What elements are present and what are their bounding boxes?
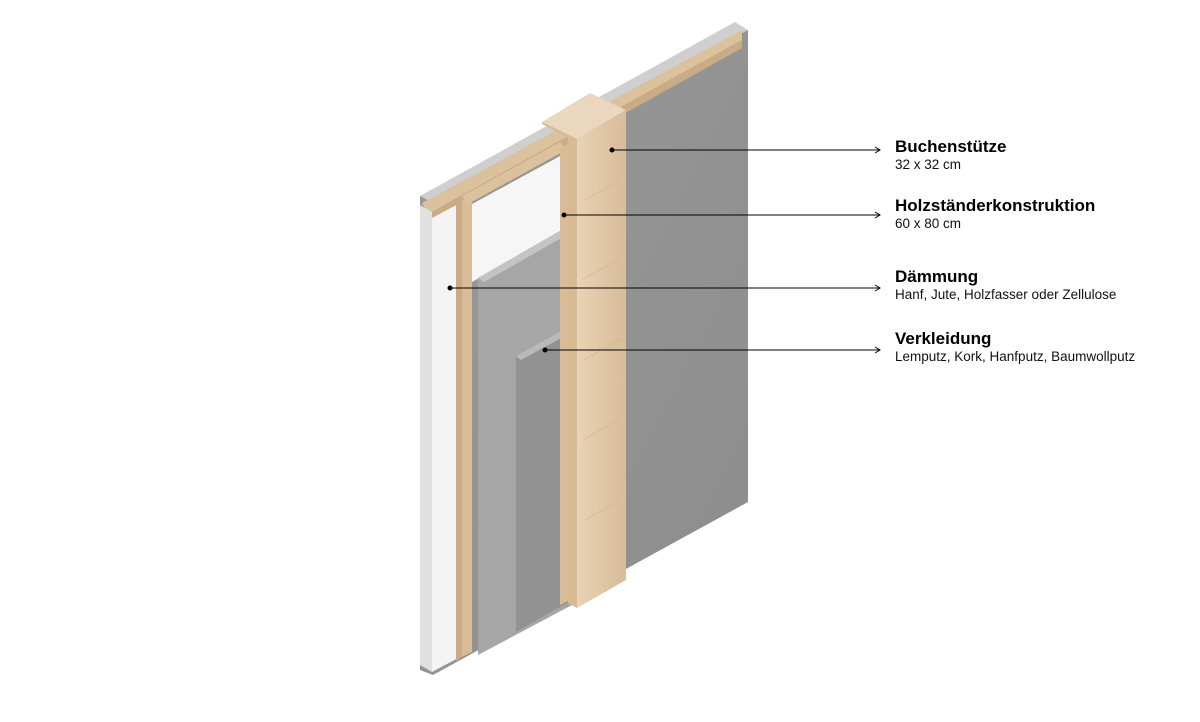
leader-dot-verkleidung bbox=[542, 347, 548, 353]
callout-subtitle: Lemputz, Kork, Hanfputz, Baumwollputz bbox=[895, 349, 1136, 364]
cladding-layer-1-edge bbox=[478, 228, 572, 282]
beech-column-left-face bbox=[542, 122, 577, 608]
callout-buchenstuetze: Buchenstütze 32 x 32 cm bbox=[895, 137, 1195, 173]
beech-column-front-face bbox=[577, 110, 626, 608]
insulation-left bbox=[432, 202, 462, 672]
callout-title: Dämmung bbox=[895, 267, 979, 286]
cladding-layer-2 bbox=[516, 325, 572, 632]
leader-lines bbox=[450, 149, 880, 351]
arrowhead-verkleidung bbox=[874, 346, 881, 354]
frame-post-left bbox=[462, 195, 472, 657]
frame-post-left-face bbox=[456, 200, 462, 661]
callout-holzstaenderkonstruktion: Holzständerkonstruktion 60 x 80 cm bbox=[895, 196, 1195, 232]
leader-arrowheads bbox=[874, 146, 881, 354]
leader-dot-holzstaender bbox=[561, 212, 567, 218]
beech-column-top bbox=[542, 93, 626, 139]
callout-title: Verkleidung bbox=[895, 329, 992, 348]
leader-dot-buchenstuetze bbox=[609, 147, 615, 153]
callout-subtitle: Hanf, Jute, Holzfasser oder Zellulose bbox=[895, 287, 1117, 302]
frame-post-middle bbox=[560, 143, 570, 605]
callout-verkleidung: Verkleidung Lemputz, Kork, Hanfputz, Bau… bbox=[895, 329, 1195, 365]
leader-dot-daemmung bbox=[447, 285, 453, 291]
callout-subtitle: 60 x 80 cm bbox=[895, 216, 962, 231]
callout-title: Holzständerkonstruktion bbox=[895, 196, 1096, 215]
callout-title: Buchenstütze bbox=[895, 137, 1007, 156]
frame-inner-top bbox=[462, 142, 566, 204]
arrowhead-buchenstuetze bbox=[874, 146, 881, 154]
callout-subtitle: 32 x 32 cm bbox=[895, 157, 962, 172]
leader-dots bbox=[447, 147, 615, 353]
arrowhead-daemmung bbox=[874, 284, 881, 292]
insulation-middle bbox=[472, 155, 562, 282]
callout-daemmung: Dämmung Hanf, Jute, Holzfasser oder Zell… bbox=[895, 267, 1195, 303]
arrowhead-holzstaender bbox=[874, 211, 881, 219]
left-edge-panel bbox=[420, 205, 432, 672]
